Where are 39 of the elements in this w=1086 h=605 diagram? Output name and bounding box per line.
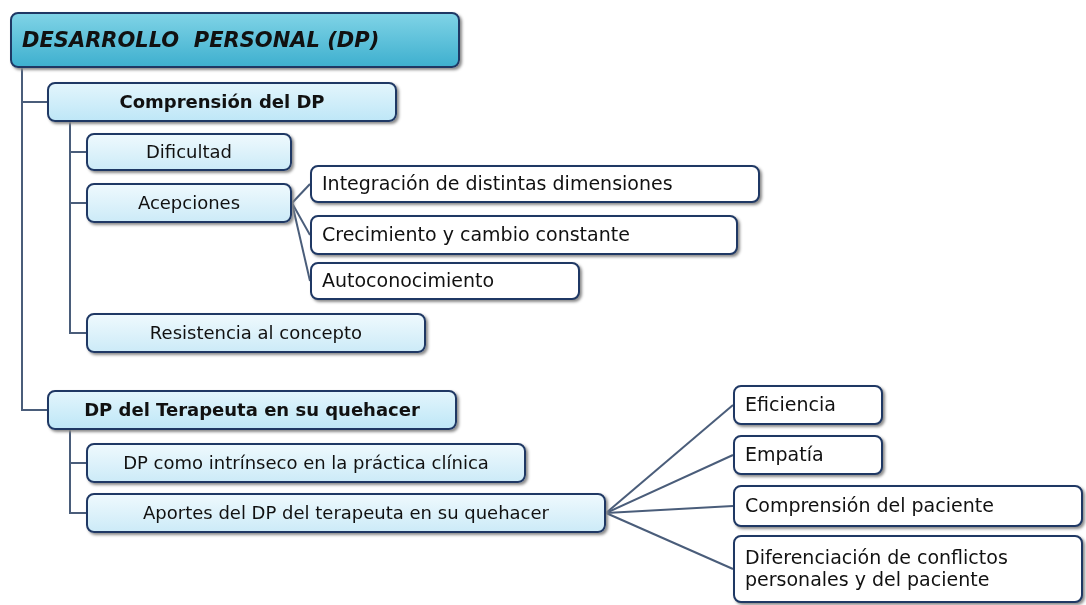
topic-box bbox=[733, 535, 1083, 603]
topic-box bbox=[733, 385, 883, 425]
topic-box bbox=[86, 313, 426, 353]
connector-line bbox=[291, 183, 311, 204]
topic-label: Resistencia al concepto bbox=[149, 322, 363, 344]
topic-box bbox=[86, 183, 292, 223]
topic-box bbox=[310, 215, 738, 255]
topic-label: DP como intrínseco en la práctica clínica bbox=[123, 452, 489, 474]
topic-box bbox=[733, 485, 1083, 527]
connector-line bbox=[69, 121, 87, 334]
topic-label: Comprensión del DP bbox=[119, 91, 325, 113]
topic-label: Acepciones bbox=[137, 192, 241, 214]
topic-label: Crecimiento y cambio constante bbox=[322, 224, 630, 246]
topic-label: Autoconocimiento bbox=[322, 270, 495, 292]
topic-label: DESARROLLO PERSONAL (DP) bbox=[22, 27, 380, 53]
topic-box bbox=[310, 262, 580, 300]
topic-box bbox=[86, 493, 606, 533]
topic-box bbox=[47, 390, 457, 430]
topic-label: Dificultad bbox=[146, 141, 232, 163]
topic-box bbox=[86, 443, 526, 483]
connector-line bbox=[291, 202, 311, 282]
connector-line bbox=[605, 512, 734, 570]
connector-line bbox=[291, 202, 311, 236]
topic-box bbox=[86, 133, 292, 171]
topic-label: Eficiencia bbox=[745, 394, 836, 416]
topic-label: Diferenciación de conflictos personales y del paciente bbox=[745, 547, 1009, 591]
connector-line bbox=[605, 454, 734, 514]
topic-label: Aportes del DP del terapeuta en su quehacer bbox=[143, 502, 549, 524]
topic-box bbox=[733, 435, 883, 475]
connector-line bbox=[605, 404, 734, 514]
topic-label: Comprensión del paciente bbox=[745, 495, 994, 517]
connector-line bbox=[21, 67, 48, 411]
topic-box bbox=[10, 12, 460, 68]
topic-box bbox=[310, 165, 760, 203]
topic-label: Integración de distintas dimensiones bbox=[322, 173, 673, 195]
connector-line bbox=[69, 429, 87, 514]
topic-label: DP del Terapeuta en su quehacer bbox=[84, 399, 420, 421]
topic-box bbox=[47, 82, 397, 122]
topic-label: Empatía bbox=[745, 444, 824, 466]
